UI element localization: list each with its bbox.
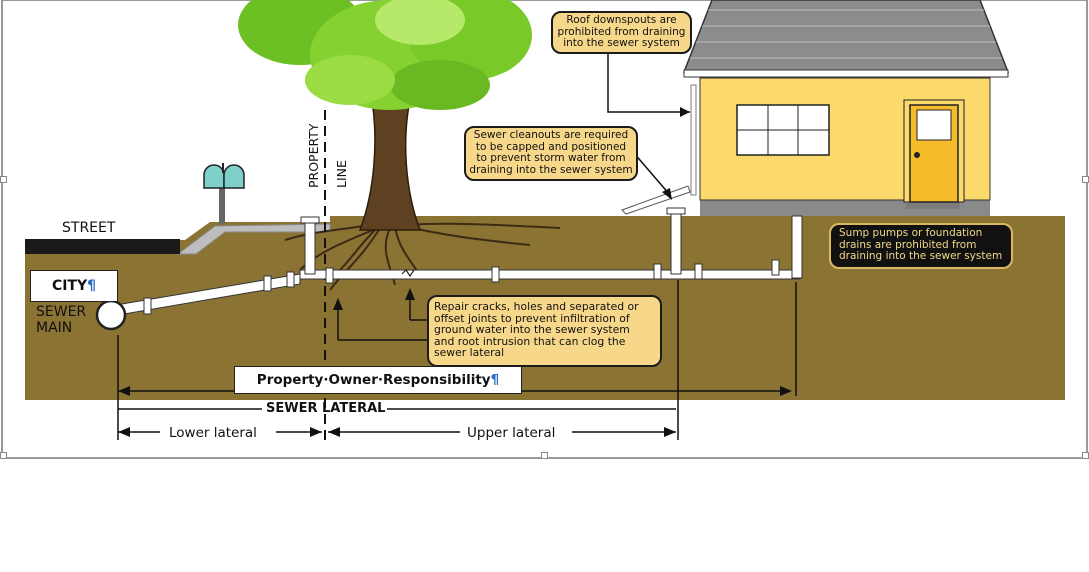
downspouts-callout: Roof downspouts are prohibited from drai… xyxy=(551,11,692,54)
sewer-main-label-line-1: SEWER xyxy=(36,304,87,320)
property-line-label: PROPERTY LINE xyxy=(306,123,349,188)
resize-handle-bottom-left[interactable] xyxy=(0,452,7,459)
house xyxy=(621,0,1010,216)
sewer-lateral-label: SEWER LATERAL xyxy=(266,401,386,416)
pilcrow-mark-2: ¶ xyxy=(490,372,500,388)
pilcrow-mark: ¶ xyxy=(87,278,97,294)
street-label: STREET xyxy=(62,220,116,236)
city-label-box: CITY¶ xyxy=(30,270,118,302)
owner-responsibility-box: Property·Owner·Responsibility¶ xyxy=(234,366,522,394)
cleanouts-line-2: to be capped and positioned xyxy=(475,140,627,153)
city-label: CITY xyxy=(51,278,88,294)
repair-callout: Repair cracks, holes and separated or of… xyxy=(427,295,662,367)
resize-handle-bottom-right[interactable] xyxy=(1082,452,1089,459)
curb xyxy=(176,223,331,255)
property-line-label-2: LINE xyxy=(334,160,349,188)
downspouts-line-2: prohibited from draining xyxy=(557,25,686,38)
repair-line-5: sewer lateral xyxy=(434,346,505,359)
cleanouts-line-1: Sewer cleanouts are required xyxy=(473,129,629,141)
resize-handle-bottom[interactable] xyxy=(541,452,548,459)
resize-handle-right[interactable] xyxy=(1082,176,1089,183)
downspouts-line-3: into the sewer system xyxy=(563,37,680,49)
owner-responsibility-label: Property·Owner·Responsibility xyxy=(256,372,491,388)
repair-line-1: Repair cracks, holes and separated or xyxy=(434,300,639,313)
repair-line-3: ground water into the sewer system xyxy=(434,323,630,336)
sump-line-3: draining into the sewer system xyxy=(839,250,1003,262)
upper-lateral-label: Upper lateral xyxy=(467,425,556,441)
street-surface xyxy=(25,239,180,254)
downspouts-line-1: Roof downspouts are xyxy=(566,14,677,26)
sump-line-1: Sump pumps or foundation xyxy=(839,227,983,239)
repair-line-2: offset joints to prevent infiltration of xyxy=(434,311,630,325)
repair-line-4: and root intrusion that can clog the xyxy=(434,334,626,348)
cleanouts-line-3: to prevent storm water from xyxy=(476,152,626,164)
mailbox xyxy=(203,163,245,224)
sump-callout: Sump pumps or foundation drains are proh… xyxy=(829,223,1013,269)
sewer-lateral-pipe xyxy=(95,207,803,331)
cleanouts-callout: Sewer cleanouts are required to be cappe… xyxy=(464,126,638,181)
arrowheads xyxy=(118,107,792,437)
resize-handle-left[interactable] xyxy=(0,176,7,183)
lower-lateral-label: Lower lateral xyxy=(169,425,257,441)
tree-canopy xyxy=(238,0,532,110)
cleanouts-line-4: draining into the sewer system xyxy=(469,163,633,176)
property-line-label-1: PROPERTY xyxy=(306,123,321,188)
sewer-main-label-line-2: MAIN xyxy=(36,320,73,336)
sump-line-2: drains are prohibited from xyxy=(839,238,977,251)
sewer-main-label: SEWER MAIN xyxy=(36,304,86,336)
tree-trunk xyxy=(358,99,422,231)
